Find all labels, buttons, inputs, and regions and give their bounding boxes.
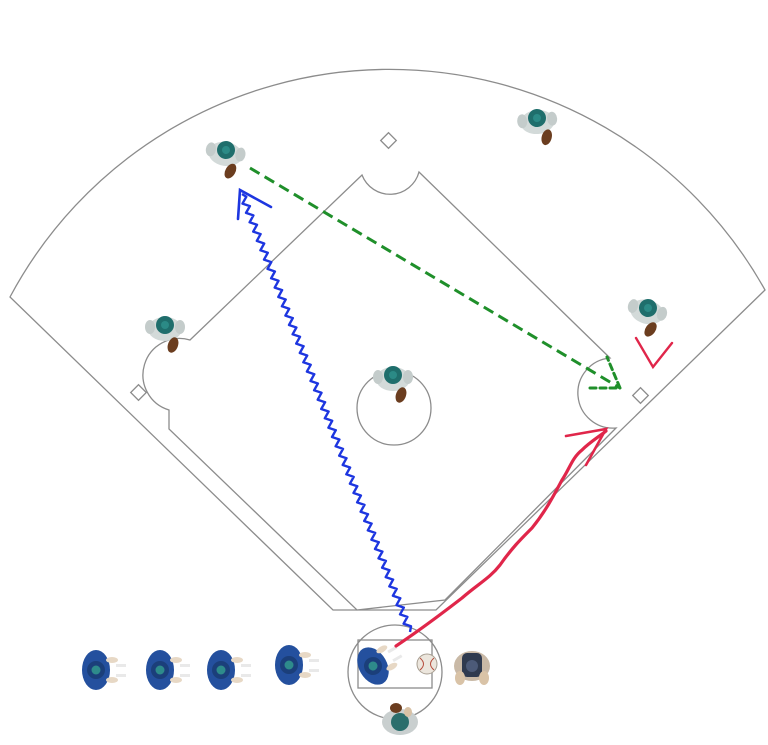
on-deck-player-4-icon xyxy=(275,645,319,685)
on-deck-player-1-icon xyxy=(82,650,126,690)
on-deck-player-2-icon xyxy=(146,650,190,690)
on-deck-player-3-icon xyxy=(207,650,251,690)
umpire-icon xyxy=(454,651,490,685)
baseball-icon xyxy=(417,654,437,674)
